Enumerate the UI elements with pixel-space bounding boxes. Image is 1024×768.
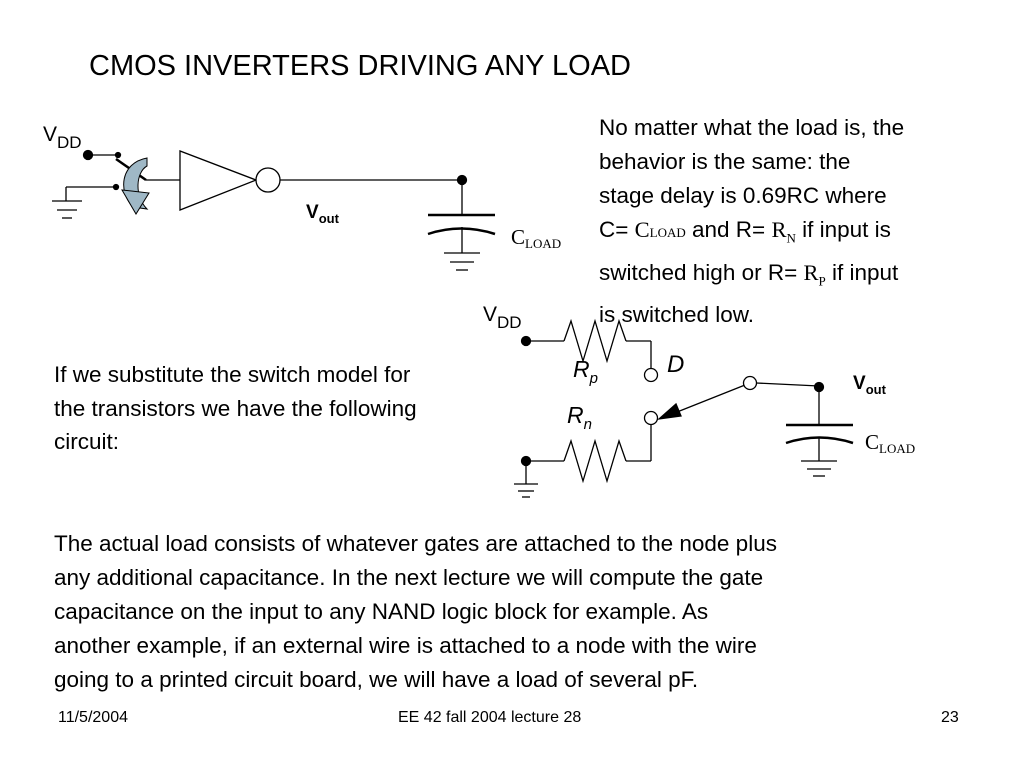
load-capacitor-icon (427, 180, 496, 271)
line: going to a printed circuit board, we wil… (54, 667, 699, 692)
switch-contact-n (643, 410, 659, 426)
footer-course: EE 42 fall 2004 lecture 28 (398, 709, 582, 726)
ground-icon (514, 483, 538, 498)
line: another example, if an external wire is … (54, 633, 757, 658)
slide-title: CMOS INVERTERS DRIVING ANY LOAD (89, 50, 631, 82)
cload-label: CLOAD (865, 430, 915, 456)
load-behavior-text: No matter what the load is, the behavior… (599, 111, 999, 332)
rp-symbol: RP (803, 259, 826, 289)
substitution-text: If we substitute the switch model for th… (54, 362, 417, 454)
switch-arrow-head (656, 402, 682, 420)
line: stage delay is 0.69RC where (599, 183, 887, 208)
line: capacitance on the input to any NAND log… (54, 599, 709, 624)
switch-pivot (742, 375, 758, 391)
rn-label: Rn (567, 402, 592, 433)
switch-contact-d (643, 367, 659, 383)
inverter-symbol (179, 150, 281, 211)
vdd-label: VDD (43, 123, 82, 152)
rn-symbol: RN (771, 217, 796, 246)
rp-label: Rp (573, 356, 598, 387)
vout-label: Vout (306, 202, 340, 226)
line: any additional capacitance. In the next … (54, 565, 764, 590)
footer-page-number: 23 (941, 709, 959, 726)
line: The actual load consists of whatever gat… (54, 531, 777, 556)
rn-resistor-icon (563, 438, 627, 484)
line: is switched low. (599, 302, 755, 327)
cload-symbol: CLOAD (634, 217, 686, 242)
vout-label: Vout (853, 373, 887, 397)
footer-date: 11/5/2004 (58, 709, 128, 726)
d-label: D (667, 351, 684, 378)
switch-arrow-icon (121, 157, 150, 215)
line: No matter what the load is, the (599, 115, 905, 140)
cload-label: CLOAD (511, 225, 561, 251)
load-capacitor-icon (785, 387, 854, 477)
ground-icon (52, 200, 82, 219)
actual-load-text: The actual load consists of whatever gat… (54, 527, 989, 697)
switch-model-circuit (514, 318, 854, 498)
line: behavior is the same: the (599, 149, 851, 174)
line: switched high or R= RP if input (599, 259, 899, 289)
rp-resistor-icon (563, 318, 627, 364)
line: C= CLOAD and R= RN if input is (599, 217, 891, 246)
vdd-label: VDD (483, 303, 522, 332)
inverter-circuit (52, 149, 496, 271)
